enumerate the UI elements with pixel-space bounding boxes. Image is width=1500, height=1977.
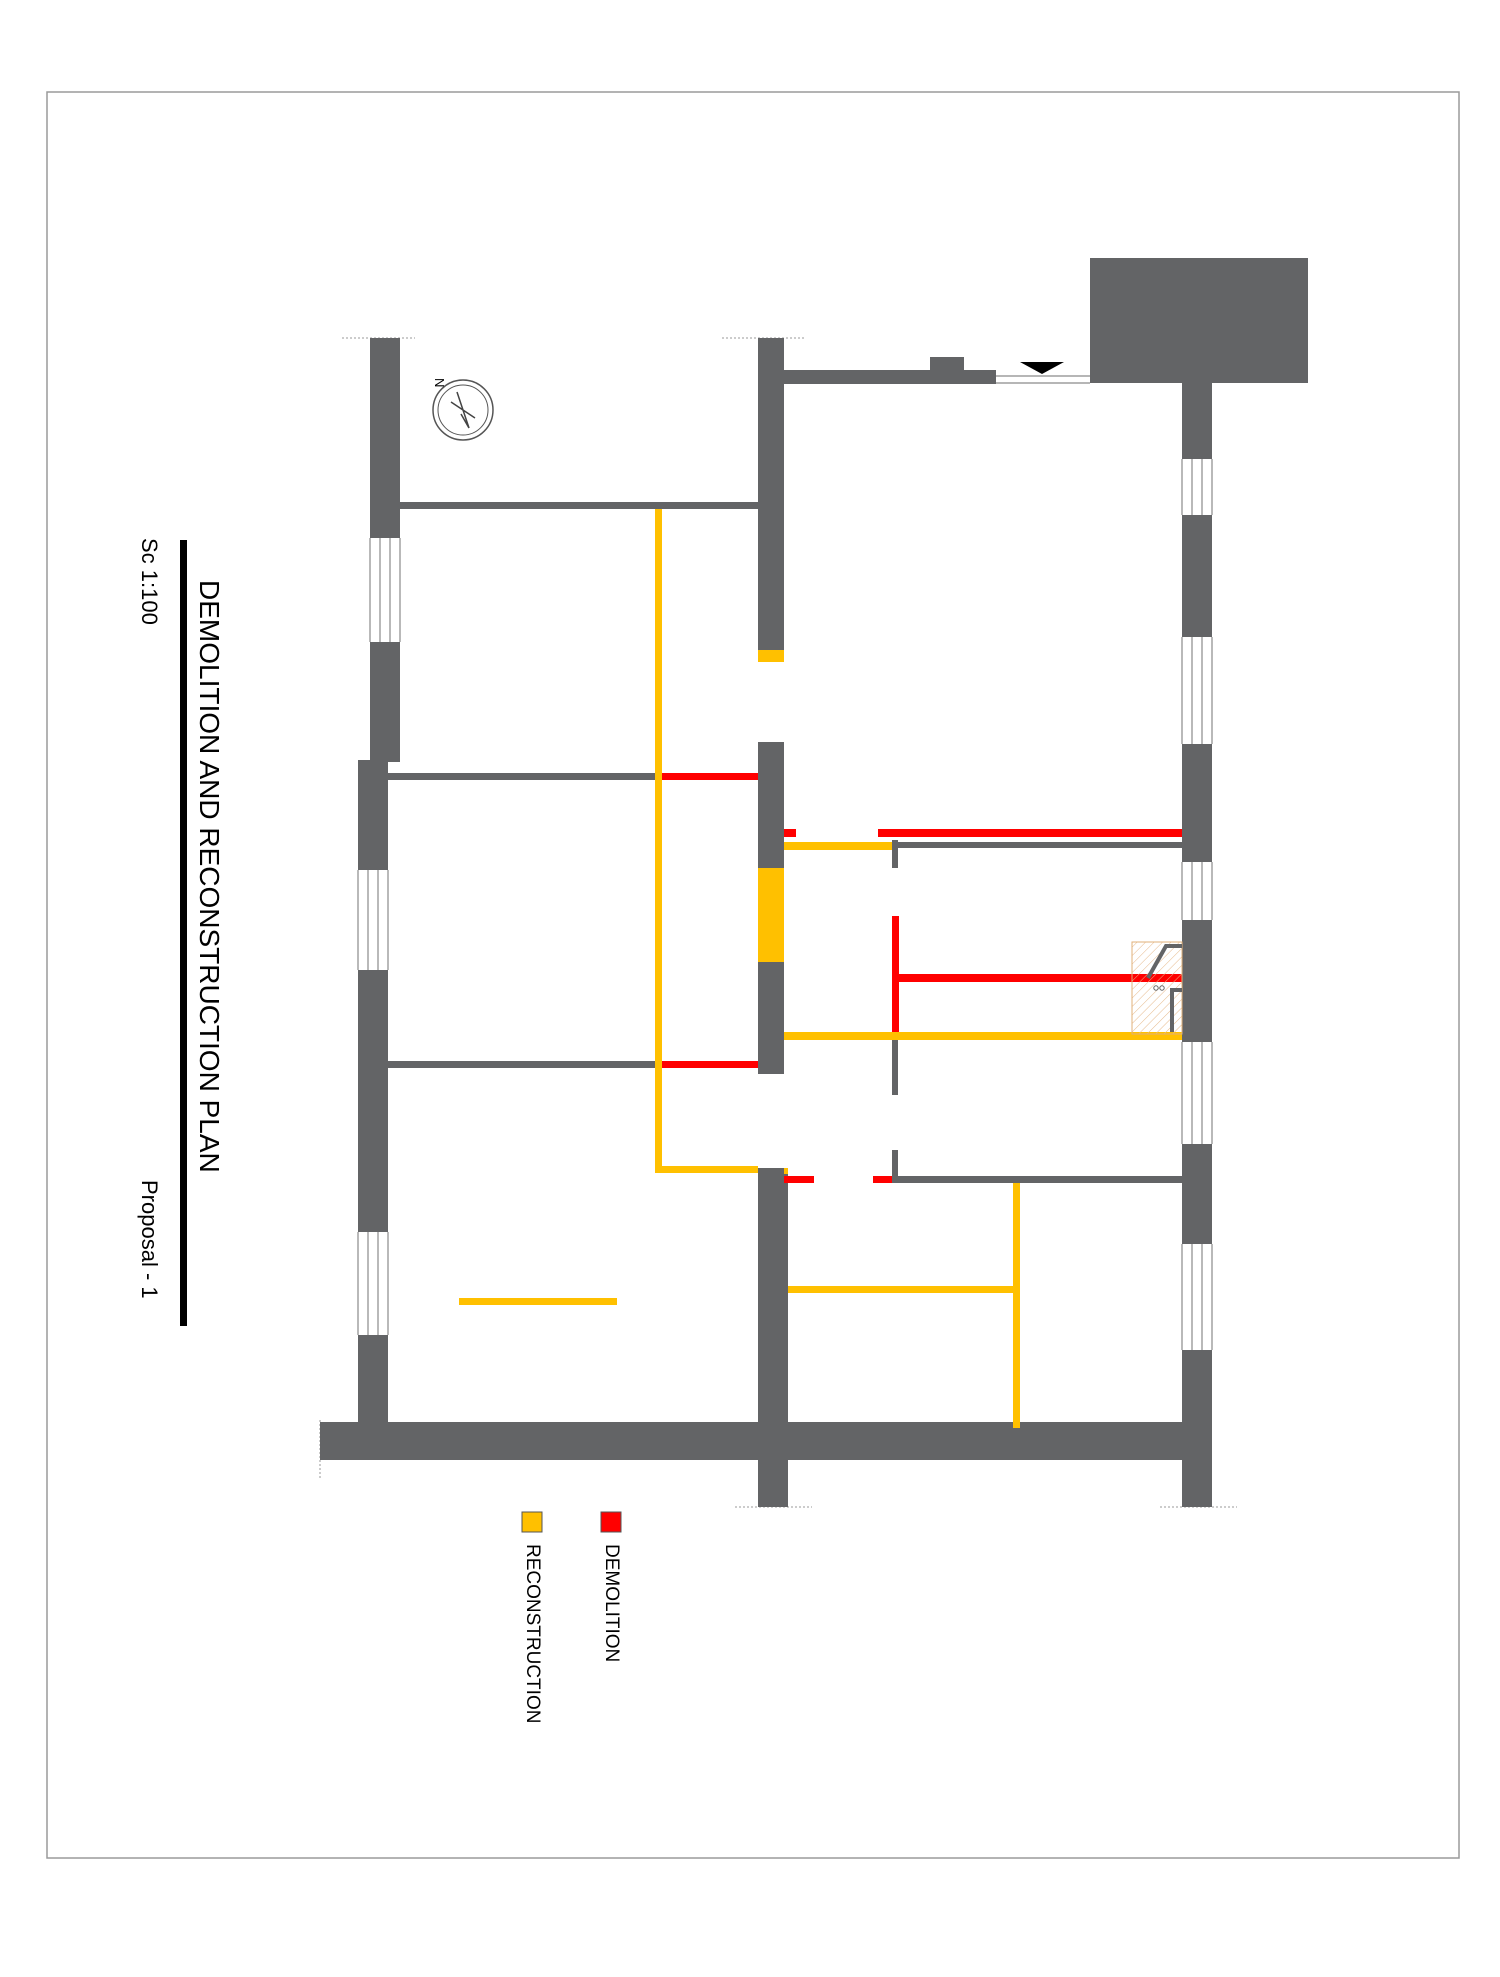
entrance-arrow-icon	[1020, 362, 1064, 374]
wall-right-2	[1182, 515, 1212, 637]
fixture-detail	[1131, 941, 1183, 1035]
partition-6	[892, 1150, 898, 1180]
legend-label-demolition: DEMOLITION	[601, 1544, 622, 1662]
wall-bottom	[320, 1422, 1182, 1460]
wall-right-4	[1182, 920, 1212, 1042]
wall-right-3	[1182, 744, 1212, 862]
window-right-1	[1181, 459, 1213, 515]
demolition-wall	[873, 1176, 892, 1183]
wall-spine-1	[758, 338, 784, 650]
reconstruction-wall	[784, 1032, 1182, 1040]
partition-5	[892, 1176, 1182, 1183]
north-arrow-icon	[432, 379, 494, 441]
floor-plan: N	[319, 258, 1308, 1508]
legend-swatch-reconstruction	[521, 1511, 543, 1533]
wall-spine-4	[758, 1168, 788, 1507]
structural-walls	[320, 258, 1308, 1507]
window-right-5	[1181, 1244, 1213, 1350]
legend: DEMOLITION RECONSTRUCTION	[521, 1511, 622, 1723]
reconstruction-wall	[1013, 1183, 1020, 1428]
partition-8	[892, 1040, 898, 1095]
sheet-border	[46, 91, 1460, 1859]
demolition-wall	[878, 829, 1182, 837]
windows	[357, 375, 1213, 1350]
reconstruction-wall	[655, 1166, 758, 1173]
demolition-walls	[660, 773, 1182, 1183]
reconstruction-wall	[655, 509, 662, 1173]
partition-3	[388, 1061, 660, 1068]
partition-2	[388, 773, 660, 780]
window-right-2	[1181, 637, 1213, 744]
reconstruction-wall	[758, 868, 784, 962]
wall-left-step	[358, 760, 388, 870]
demolition-wall	[899, 974, 1182, 982]
wall-left-mid2	[358, 970, 388, 1232]
wall-spine-3	[758, 962, 784, 1074]
drawing-title: DEMOLITION AND RECONSTRUCTION PLAN	[194, 580, 225, 1173]
wall-right-5	[1182, 1144, 1212, 1244]
window-right-4	[1181, 1042, 1213, 1144]
window-left-3	[357, 1232, 389, 1335]
partition-9	[788, 1428, 1182, 1433]
title-block: DEMOLITION AND RECONSTRUCTION PLAN Sc 1:…	[137, 538, 225, 1326]
wall-top-pier	[930, 357, 964, 384]
partition-1	[400, 502, 758, 509]
reconstruction-wall	[459, 1298, 617, 1305]
demolition-wall	[784, 829, 796, 837]
sink-outline	[1146, 944, 1182, 1032]
existing-partitions	[388, 502, 1182, 1433]
wall-right-6	[1182, 1350, 1212, 1507]
partition-4	[896, 842, 1182, 848]
demolition-wall	[784, 1176, 814, 1183]
core-block	[1090, 258, 1308, 383]
reconstruction-wall	[784, 842, 892, 850]
wall-left-mid	[370, 642, 400, 762]
window-right-3	[1181, 862, 1213, 920]
wall-left-upper	[370, 338, 400, 538]
drawing-proposal: Proposal - 1	[137, 1180, 162, 1299]
demolition-wall	[660, 1061, 758, 1068]
wall-spine-2	[758, 742, 784, 888]
reconstruction-walls	[459, 509, 1182, 1428]
demolition-wall	[892, 916, 899, 1040]
drawing-scale: Sc 1:100	[137, 538, 162, 625]
reconstruction-wall	[784, 1168, 788, 1174]
wall-top	[784, 370, 996, 384]
title-underline	[180, 540, 187, 1326]
window-left-1	[369, 538, 401, 642]
reconstruction-wall	[758, 650, 784, 662]
north-label: N	[432, 378, 447, 387]
legend-swatch-demolition	[600, 1511, 622, 1533]
partition-7	[892, 840, 898, 868]
window-left-2	[357, 870, 389, 970]
demolition-wall	[660, 773, 758, 780]
entrance-opening	[996, 375, 1090, 384]
wall-left-lower	[358, 1335, 388, 1425]
wall-right-1	[1182, 383, 1212, 459]
legend-label-reconstruction: RECONSTRUCTION	[522, 1544, 543, 1723]
reconstruction-wall	[788, 1286, 1017, 1293]
